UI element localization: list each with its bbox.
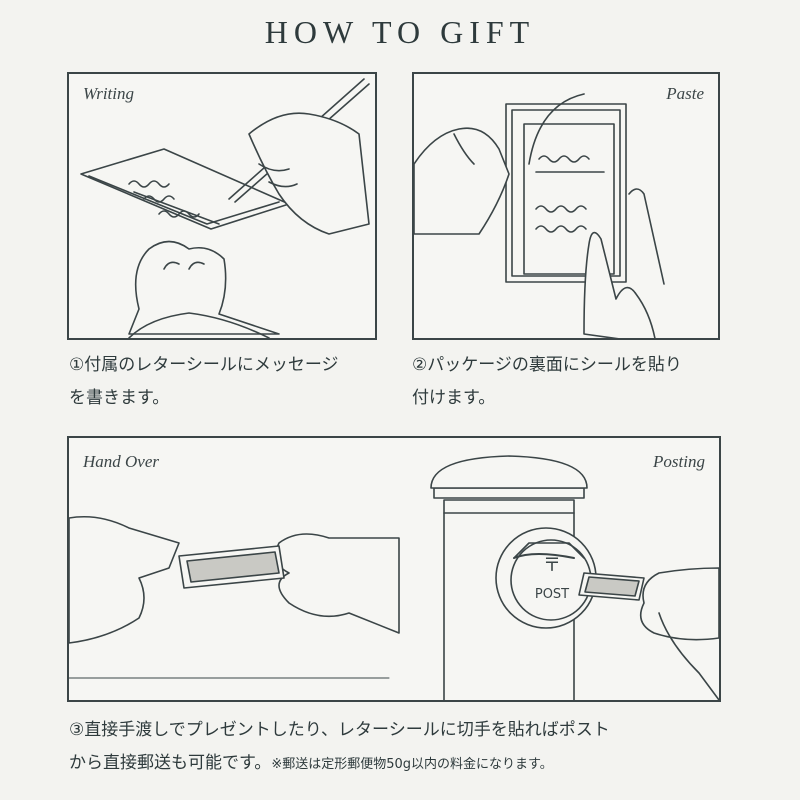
caption-step3-note: ※郵送は定形郵便物50g以内の料金になります。 bbox=[271, 757, 553, 772]
panel-handover-posting: 〒 POST Hand Over Posting bbox=[67, 436, 721, 702]
caption-step1: ①付属のレターシールにメッセージ を書きます。 bbox=[69, 349, 399, 415]
panel-posting-label: Posting bbox=[653, 452, 705, 471]
caption-step3-line2-wrapper: から直接郵送も可能です。※郵送は定形郵便物50g以内の料金になります。 bbox=[69, 747, 739, 781]
panel-paste-label: Paste bbox=[666, 84, 704, 103]
postal-mark: 〒 bbox=[543, 555, 561, 576]
caption-step2-line1: ②パッケージの裏面にシールを貼り bbox=[412, 355, 682, 375]
paste-illustration bbox=[414, 93, 665, 338]
panel-paste: Paste bbox=[412, 72, 720, 340]
handover-posting-illustration: 〒 POST bbox=[69, 455, 719, 700]
page-title: HOW TO GIFT bbox=[264, 14, 536, 50]
caption-step1-line1: ①付属のレターシールにメッセージ bbox=[69, 355, 339, 375]
caption-step2-line2: 付けます。 bbox=[412, 388, 496, 408]
panel-handover-label: Hand Over bbox=[83, 452, 160, 471]
caption-step3-line1: ③直接手渡しでプレゼントしたり、レターシールに切手を貼ればポスト bbox=[69, 720, 610, 740]
panel-writing: Writing bbox=[67, 72, 377, 340]
panel-writing-label: Writing bbox=[83, 84, 135, 103]
caption-step3: ③直接手渡しでプレゼントしたり、レターシールに切手を貼ればポスト から直接郵送も… bbox=[69, 714, 739, 781]
writing-illustration bbox=[80, 78, 370, 338]
mailbox-post-text: POST bbox=[535, 587, 569, 602]
caption-step3-line2: から直接郵送も可能です。 bbox=[69, 753, 272, 773]
caption-step1-line2: を書きます。 bbox=[69, 388, 170, 408]
caption-step2: ②パッケージの裏面にシールを貼り 付けます。 bbox=[412, 349, 742, 415]
